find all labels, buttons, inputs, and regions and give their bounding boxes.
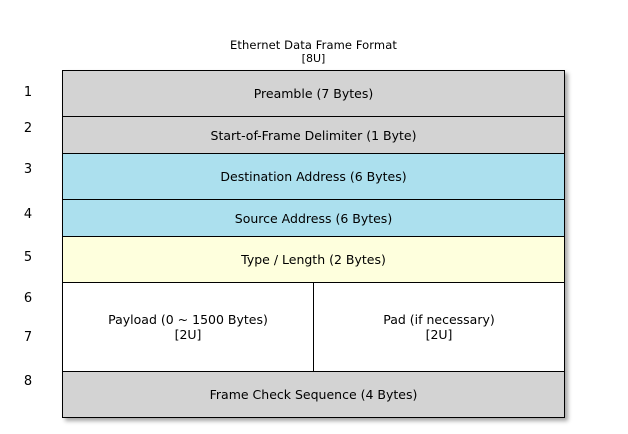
field-payload: Payload (0 ~ 1500 Bytes) [2U] (62, 282, 314, 372)
diagram-title: Ethernet Data Frame Format [8U] (62, 38, 565, 66)
field-start-of-frame-delimiter: Start-of-Frame Delimiter (1 Byte) (62, 116, 565, 154)
table-row: Type / Length (2 Bytes) (62, 236, 565, 283)
row-number-4: 4 (23, 207, 33, 222)
field-pad-label: Pad (if necessary) (383, 312, 495, 327)
table-row: Preamble (7 Bytes) (62, 70, 565, 117)
ethernet-frame-diagram: Preamble (7 Bytes) Start-of-Frame Delimi… (62, 70, 565, 418)
row-number-2: 2 (23, 121, 33, 136)
row-number-5: 5 (23, 250, 33, 265)
row-number-8: 8 (23, 374, 33, 389)
frame-table: Preamble (7 Bytes) Start-of-Frame Delimi… (62, 70, 565, 418)
field-source-address: Source Address (6 Bytes) (62, 199, 565, 237)
field-frame-check-sequence: Frame Check Sequence (4 Bytes) (62, 371, 565, 418)
field-payload-note: [2U] (174, 327, 202, 342)
field-destination-address: Destination Address (6 Bytes) (62, 153, 565, 200)
row-number-3: 3 (23, 162, 33, 177)
field-pad: Pad (if necessary) [2U] (313, 282, 565, 372)
diagram-title-main: Ethernet Data Frame Format (230, 38, 397, 52)
field-pad-note: [2U] (425, 327, 453, 342)
row-number-6: 6 (23, 291, 33, 306)
table-row: Frame Check Sequence (4 Bytes) (62, 371, 565, 418)
table-row: Source Address (6 Bytes) (62, 199, 565, 237)
table-row: Payload (0 ~ 1500 Bytes) [2U] Pad (if ne… (62, 282, 565, 372)
table-row: Start-of-Frame Delimiter (1 Byte) (62, 116, 565, 154)
diagram-title-sub: [8U] (301, 52, 326, 65)
field-preamble: Preamble (7 Bytes) (62, 70, 565, 117)
row-number-7: 7 (23, 330, 33, 345)
row-number-1: 1 (23, 85, 33, 100)
field-type-length: Type / Length (2 Bytes) (62, 236, 565, 283)
table-row: Destination Address (6 Bytes) (62, 153, 565, 200)
field-payload-label: Payload (0 ~ 1500 Bytes) (108, 312, 268, 327)
